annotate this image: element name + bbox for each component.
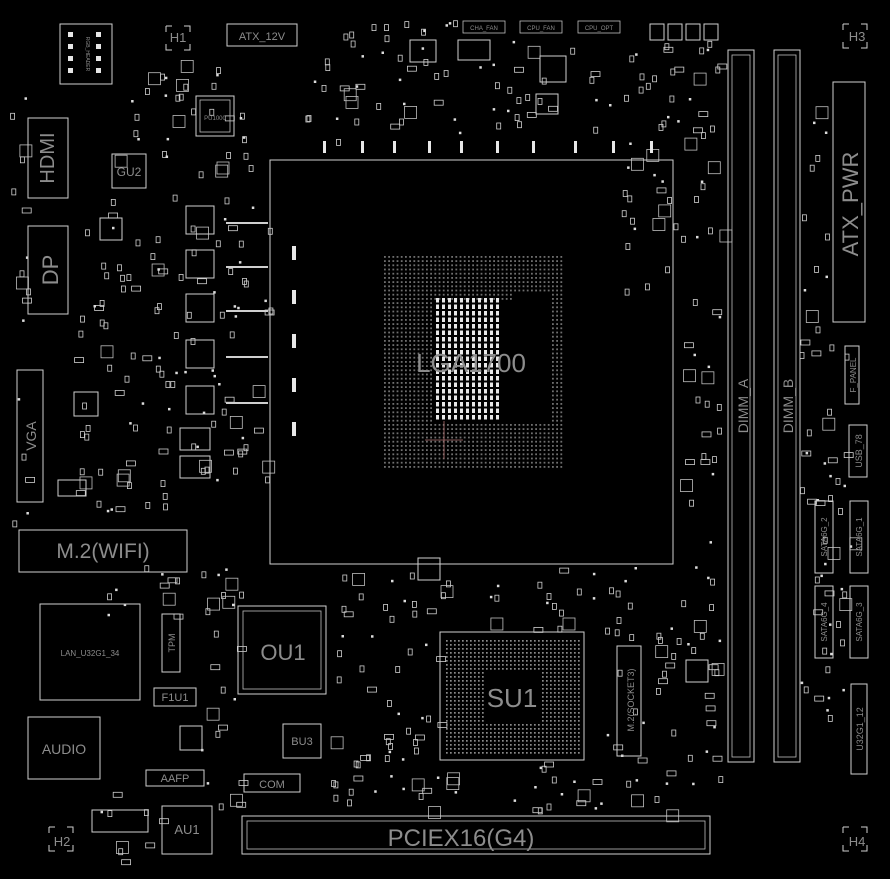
- socket-crosshair: [425, 421, 463, 459]
- fan-header-cha-fan: CHA_FAN: [462, 20, 506, 34]
- fan-header-cpu-opt: CPU_OPT: [577, 20, 621, 34]
- label-au1: AU1: [174, 822, 199, 837]
- header-com: COM: [243, 773, 301, 793]
- label-m2-socket3: M.2(SOCKET3): [626, 668, 636, 731]
- label-lan: LAN_U32G1_34: [61, 649, 120, 658]
- port-vga: VGA: [16, 369, 44, 503]
- label-lga1700: LGA1700: [416, 348, 526, 378]
- chip-au1: AU1: [161, 805, 213, 855]
- header-u32g1-12: U32G1_12: [850, 683, 868, 775]
- fan-header-cpu-fan: CPU_FAN: [519, 20, 563, 34]
- port-hdmi: HDMI: [27, 117, 69, 199]
- chip-su1-chipset: SU1: [439, 631, 585, 761]
- slot-pciex16: PCIEX16(G4): [241, 815, 711, 855]
- label-h4: H4: [849, 834, 866, 849]
- mounting-hole-h2: H2: [48, 826, 74, 852]
- atx-power-connector: ATX_PWR: [832, 81, 866, 323]
- slot-m2-wifi: M.2(WIFI): [18, 529, 188, 573]
- label-pu1000: PU1000: [204, 116, 226, 122]
- label-com: COM: [259, 779, 285, 791]
- label-sata6g-1: SATA6G_1: [855, 517, 864, 557]
- mounting-hole-h4: H4: [842, 826, 868, 852]
- chip-ou1: OU1: [237, 605, 327, 695]
- label-dp: DP: [38, 255, 63, 286]
- port-sata6g-4: SATA6G_4: [814, 585, 834, 659]
- cpu-socket-lga1700: LGA1700: [269, 141, 674, 565]
- chip-gu2: GU2: [111, 153, 147, 189]
- label-m2-wifi: M.2(WIFI): [56, 540, 149, 563]
- label-f1u1: F1U1: [162, 692, 189, 704]
- header-tpm: TPM: [161, 613, 181, 673]
- label-h1: H1: [170, 30, 187, 45]
- atx-12v-connector: ATX_12V: [226, 23, 298, 47]
- label-ou1: OU1: [260, 640, 305, 665]
- rgb-header: RGB_HEADER: [59, 23, 113, 85]
- label-su1: SU1: [487, 683, 538, 713]
- label-cpu-fan: CPU_FAN: [527, 26, 555, 32]
- mounting-hole-h1: H1: [165, 25, 191, 51]
- label-sata6g-2: SATA6G_2: [820, 517, 829, 557]
- label-aafp: AAFP: [161, 773, 190, 785]
- label-rgb-header: RGB_HEADER: [84, 37, 90, 72]
- label-atx-pwr: ATX_PWR: [838, 152, 863, 257]
- port-sata6g-1: SATA6G_1: [849, 500, 869, 574]
- label-pciex16: PCIEX16(G4): [388, 825, 535, 852]
- mounting-hole-h3: H3: [842, 23, 868, 49]
- port-dp: DP: [27, 225, 69, 315]
- port-sata6g-2: SATA6G_2: [814, 500, 834, 574]
- label-vga: VGA: [23, 421, 39, 451]
- label-bu3: BU3: [291, 736, 312, 748]
- chip-pu1000: PU1000: [195, 95, 235, 137]
- label-gu2: GU2: [117, 165, 142, 179]
- label-tpm: TPM: [167, 634, 177, 653]
- dimm-slot-a: DIMM_A: [727, 49, 755, 763]
- label-f-panel: F_PANEL: [849, 357, 858, 393]
- header-aafp: AAFP: [145, 769, 205, 787]
- label-usb-78: USB_78: [854, 434, 864, 468]
- label-u32g1-12: U32G1_12: [855, 707, 865, 751]
- label-h2: H2: [54, 834, 71, 849]
- port-audio: AUDIO: [27, 716, 101, 780]
- label-dimm-b: DIMM_B: [780, 379, 796, 433]
- label-audio: AUDIO: [42, 741, 86, 757]
- port-lan-usb: LAN_U32G1_34: [39, 603, 141, 701]
- label-h3: H3: [849, 29, 866, 44]
- dimm-slot-b: DIMM_B: [773, 49, 801, 763]
- label-dimm-a: DIMM_A: [735, 378, 751, 433]
- chip-f1u1: F1U1: [153, 687, 197, 707]
- label-cha-fan: CHA_FAN: [470, 26, 498, 32]
- header-usb-78: USB_78: [848, 424, 868, 478]
- port-sata6g-3: SATA6G_3: [849, 585, 869, 659]
- slot-m2-socket3: M.2(SOCKET3): [616, 645, 642, 757]
- label-hdmi: HDMI: [37, 132, 59, 183]
- label-sata6g-3: SATA6G_3: [855, 602, 864, 642]
- small-components-layer: [10, 20, 863, 866]
- label-sata6g-4: SATA6G_4: [820, 602, 829, 642]
- header-f-panel: F_PANEL: [844, 345, 860, 405]
- chip-bu3: BU3: [282, 723, 322, 759]
- label-cpu-opt: CPU_OPT: [585, 26, 614, 32]
- label-atx-12v: ATX_12V: [239, 31, 286, 43]
